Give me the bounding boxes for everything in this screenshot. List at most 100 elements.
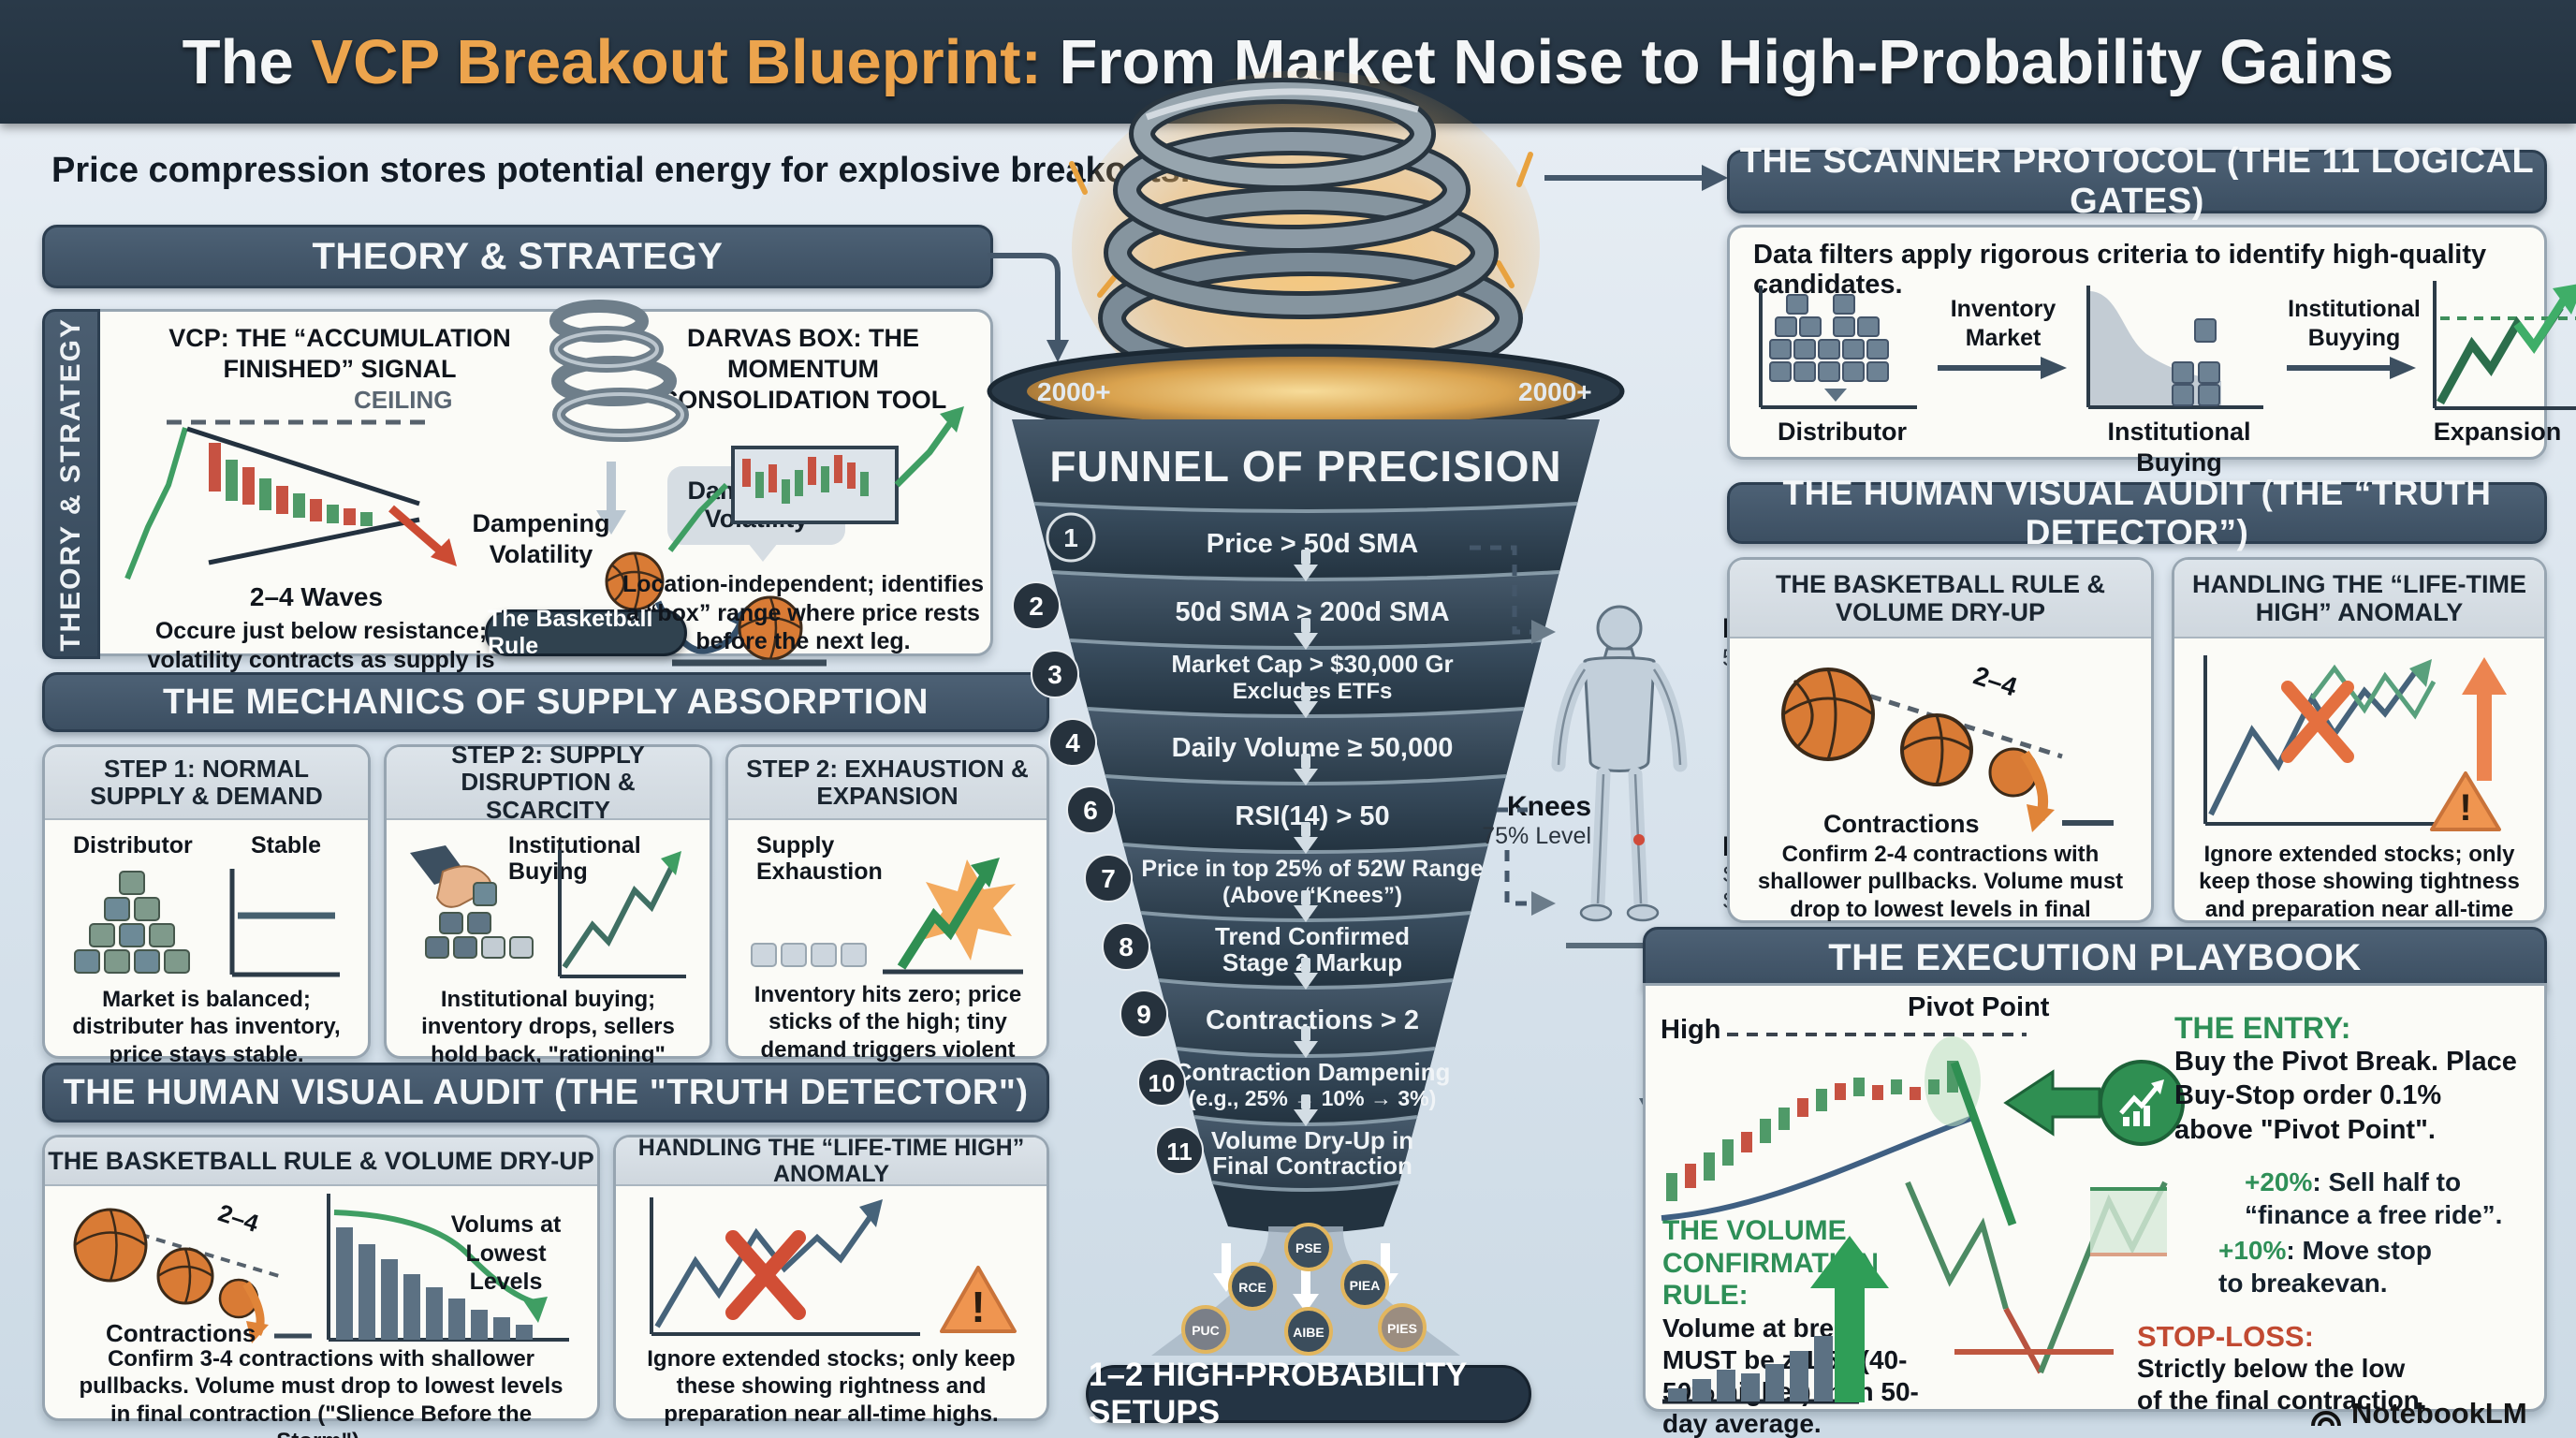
falling-arrow-icon [596, 462, 626, 535]
svg-text:4: 4 [1065, 728, 1080, 757]
svg-text:9: 9 [1136, 1000, 1151, 1029]
svg-text:(Above “Knees”): (Above “Knees”) [1222, 883, 1402, 908]
step2-diagram [410, 845, 686, 978]
audit-left-header: THE HUMAN VISUAL AUDIT (THE "TRUTH DETEC… [42, 1063, 1049, 1123]
svg-text:Contraction Dampening: Contraction Dampening [1175, 1058, 1451, 1086]
step1-diagram [74, 869, 340, 977]
volume-lowest-note: Volums at Lowest Levels [450, 1211, 562, 1295]
step2-label: Institutional Buying [508, 832, 641, 885]
svg-text:RCE: RCE [1238, 1280, 1266, 1295]
p10-block: +10%: Move stop to breakevan. [2218, 1234, 2462, 1299]
entry-arrow-icon [2003, 1060, 2185, 1146]
scanner-expansion-diagram [2433, 281, 2576, 410]
darvas-caption: Location-independent; identifies a “box”… [622, 571, 985, 654]
p10-pct: +10% [2218, 1236, 2287, 1265]
mechanics-step1-card: STEP 1: NORMAL SUPPLY & DEMAND Distribut… [42, 744, 371, 1067]
playbook-high-label: High [1661, 1015, 1721, 1045]
audit-left-card2-caption: Ignore extended stocks; only keep these … [647, 1346, 1016, 1427]
svg-text:!: ! [971, 1283, 985, 1331]
warning-triangle-left: ! [940, 1266, 1017, 1333]
watermark-label: NotebookLM [2351, 1397, 2527, 1430]
audit-left-card1-title: THE BASKETBALL RULE & VOLUME DRY-UP [45, 1137, 597, 1186]
basketball-bounce [605, 551, 827, 667]
audit-right-card2-caption: Ignore extended stocks; only keep those … [2199, 842, 2520, 949]
volume-block: THE VOLUME CONFIRMATION RULE: Volume at … [1662, 1215, 1943, 1438]
svg-text:RSI(14) > 50: RSI(14) > 50 [1235, 801, 1389, 831]
mechanics-header: THE MECHANICS OF SUPPLY ABSORPTION [42, 672, 1049, 732]
svg-text:Market Cap > $30,000 Gr: Market Cap > $30,000 Gr [1171, 650, 1453, 678]
scanner-stage2-label: Institutional Buying [2107, 418, 2251, 477]
funnel-count-left: 2000+ [1037, 377, 1111, 406]
step3-title: STEP 2: EXHAUSTION & EXPANSION [728, 747, 1046, 820]
scanner-header: THE SCANNER PROTOCOL (THE 11 LOGICAL GAT… [1727, 141, 2547, 221]
darvas-title: DARVAS BOX: THE MOMENTUM CONSOLIDATION T… [659, 324, 947, 414]
svg-text:1: 1 [1063, 523, 1078, 552]
audit-right-contractions: Contractions [1823, 810, 1980, 838]
playbook-header: THE EXECUTION PLAYBOOK [1643, 927, 2547, 989]
body-map-connectors [1470, 545, 1556, 916]
svg-text:Daily Volume ≥ 50,000: Daily Volume ≥ 50,000 [1172, 733, 1454, 763]
svg-text:AIBE: AIBE [1293, 1325, 1324, 1340]
title-highlight: VCP Breakout Blueprint: [311, 26, 1042, 97]
funnel-step-numbers: 1 2 3 4 6 7 8 9 10 11 [1012, 512, 1204, 1175]
scanner-arrow2 [2287, 357, 2416, 379]
stoploss-text: Strictly below the low of the final cont… [2137, 1354, 2427, 1416]
scanner-stage3-label: Expansion [2433, 418, 2562, 446]
scanner-distributor-diagram [1759, 286, 1917, 409]
playbook-pivot-label: Pivot Point [1908, 992, 2050, 1022]
svg-text:!: ! [2459, 787, 2471, 829]
anomaly-chart-left [650, 1197, 920, 1336]
p20-pct: +20% [2245, 1167, 2313, 1196]
step1-label-distributor: Distributor [73, 832, 193, 858]
volume-bars [1662, 1336, 1859, 1404]
svg-text:8: 8 [1119, 932, 1134, 961]
svg-text:PIEA: PIEA [1350, 1278, 1381, 1293]
svg-text:10: 10 [1149, 1069, 1176, 1097]
audit-right-card1-title: THE BASKETBALL RULE & VOLUME DRY-UP [1730, 560, 2151, 638]
basketballs-diagram [73, 1208, 312, 1343]
p20-block: +20%: Sell half to “finance a free ride”… [2245, 1166, 2544, 1231]
ceiling-label: CEILING [354, 386, 453, 414]
high-probability-badge: 1–2 HIGH-PROBABILITY SETUPS [1086, 1357, 1531, 1431]
volume-confirm-arrow [1810, 1236, 1889, 1402]
basketballs-diagram-right [1781, 668, 2114, 832]
funnel-count-right: 2000+ [1518, 377, 1592, 406]
vcp-chart [124, 419, 457, 580]
darvas-chart [667, 406, 964, 552]
anomaly-chart-right: ! [2203, 655, 2507, 831]
audit-right-card1: THE BASKETBALL RULE & VOLUME DRY-UP 2–4 … [1727, 557, 2154, 976]
svg-text:PSE: PSE [1295, 1240, 1322, 1255]
spring-small-icon [549, 300, 689, 442]
title-prefix: The [182, 26, 312, 97]
p10-text: : Move stop to breakevan. [2218, 1236, 2432, 1298]
entry-block: THE ENTRY: Buy the Pivot Break. Place Bu… [2174, 1011, 2539, 1147]
funnel-title: FUNNEL OF PRECISION [1049, 442, 1561, 491]
entry-title: THE ENTRY: [2174, 1011, 2351, 1045]
svg-text:PIES: PIES [1387, 1321, 1417, 1336]
scanner-connector [1544, 165, 1728, 191]
svg-text:PUC: PUC [1192, 1323, 1220, 1338]
mechanics-header-label: THE MECHANICS OF SUPPLY ABSORPTION [163, 682, 929, 722]
theory-header: THEORY & STRATEGY [42, 225, 993, 288]
mechanics-step2-card: STEP 2: SUPPLY DISRUPTION & SCARCITY Ins… [384, 741, 712, 1094]
audit-right-header-label: THE HUMAN VISUAL AUDIT (THE “TRUTH DETEC… [1782, 474, 2492, 551]
p20-text: : Sell half to “finance a free ride”. [2245, 1167, 2503, 1229]
svg-text:3: 3 [1047, 660, 1062, 689]
audit-left-contractions: Contractions [106, 1319, 256, 1347]
scanner-arrow1-label: Inventory Market [1950, 296, 2056, 351]
watermark: NotebookLM [2310, 1397, 2527, 1431]
stoploss-block: STOP-LOSS: Strictly below the low of the… [2137, 1320, 2446, 1416]
theory-card: THEORY & STRATEGY VCP: THE “ACCUMULATION… [42, 300, 993, 701]
svg-text:7: 7 [1101, 864, 1116, 893]
playbook-header-label: THE EXECUTION PLAYBOOK [1828, 936, 2362, 978]
funnel: 2000+ 2000+ FUNNEL OF PRECISION Price > … [987, 344, 1625, 1233]
svg-text:(e.g., 25% → 10% → 3%): (e.g., 25% → 10% → 3%) [1189, 1086, 1437, 1110]
playbook-candle-chart [1661, 1033, 2027, 1226]
notebooklm-logo-icon [2311, 1411, 2341, 1427]
volume-rule-text: Volume at break MUST be z 1.5x (40-50% h… [1662, 1313, 1919, 1438]
scanner-stage1-label: Distributor [1778, 418, 1907, 446]
audit-left-header-label: THE HUMAN VISUAL AUDIT (THE "TRUTH DETEC… [63, 1072, 1029, 1112]
basketball-rule-badge: The Basketball Rule [485, 606, 687, 659]
svg-text:50d SMA > 200d SMA: 50d SMA > 200d SMA [1175, 597, 1449, 627]
svg-text:Excludes ETFs: Excludes ETFs [1233, 679, 1393, 704]
